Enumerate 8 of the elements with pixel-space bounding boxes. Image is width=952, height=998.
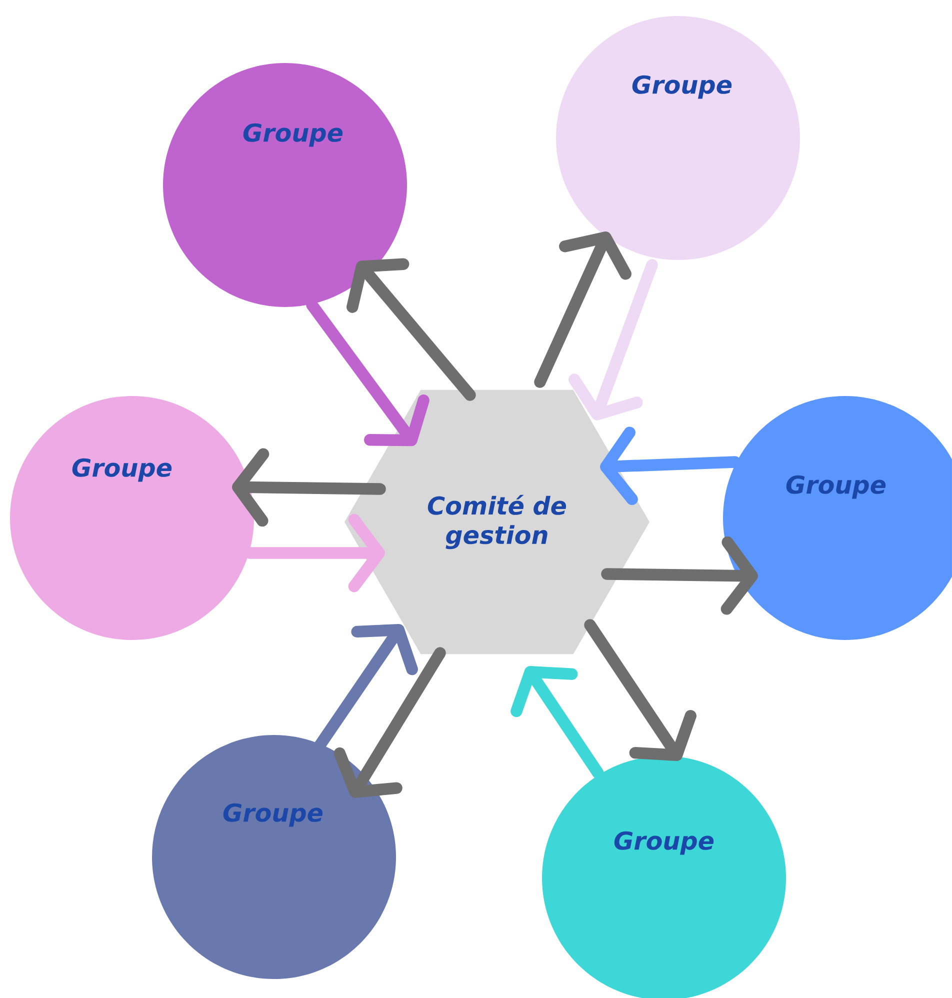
arrow (334, 647, 446, 798)
arrow (568, 259, 658, 420)
arrow (534, 231, 632, 388)
hexagon: Comité de gestion (344, 390, 650, 654)
arrow (232, 448, 386, 527)
arrow (601, 536, 758, 615)
arrow (346, 258, 476, 401)
arrow (584, 619, 696, 761)
